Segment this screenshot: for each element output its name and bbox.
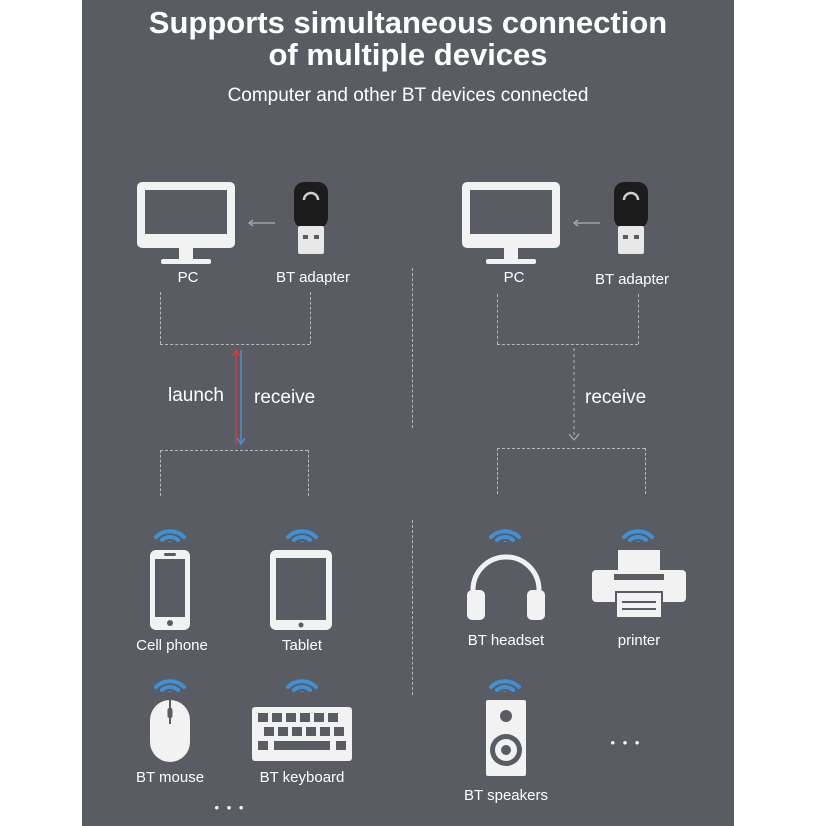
signal-icon xyxy=(154,679,186,692)
center-divider-bottom xyxy=(412,520,413,695)
device-label: printer xyxy=(617,632,661,649)
bracket-line xyxy=(160,450,308,451)
arrow-left-icon xyxy=(573,219,600,227)
more-devices-ellipsis: • • • xyxy=(214,800,246,815)
launch-receive-arrows xyxy=(231,348,246,446)
launch-label: launch xyxy=(168,385,224,406)
device-label: BT mouse xyxy=(135,769,205,786)
mouse-icon xyxy=(150,700,190,762)
device-label: Tablet xyxy=(281,637,323,654)
signal-icon xyxy=(489,529,521,542)
bracket-line xyxy=(308,450,309,496)
bracket-line xyxy=(160,344,310,345)
subtitle: Computer and other BT devices connected xyxy=(227,85,589,106)
bracket-line xyxy=(160,450,161,496)
signal-icon xyxy=(154,529,186,542)
arrow-left-icon xyxy=(248,219,275,227)
printer-icon xyxy=(592,550,686,619)
pc-label: PC xyxy=(503,269,525,286)
tablet-icon xyxy=(270,550,332,630)
device-label: BT headset xyxy=(467,632,545,649)
receive-label: receive xyxy=(585,387,647,408)
center-divider-top xyxy=(412,268,413,428)
signal-icon xyxy=(286,679,318,692)
more-devices-ellipsis: • • • xyxy=(610,735,642,750)
bracket-line xyxy=(160,292,161,344)
keyboard-icon xyxy=(252,707,352,761)
bracket-line xyxy=(497,448,645,449)
pc-icon xyxy=(462,182,560,264)
device-label: BT speakers xyxy=(464,787,548,804)
receive-arrow xyxy=(568,348,580,441)
bracket-line xyxy=(497,344,638,345)
bt-adapter-label: BT adapter xyxy=(595,271,669,288)
speaker-icon xyxy=(486,700,526,776)
headset-icon xyxy=(467,554,545,620)
title-line-2: of multiple devices xyxy=(268,37,548,72)
signal-icon xyxy=(286,529,318,542)
cell-phone-icon xyxy=(150,550,190,630)
pc-label: PC xyxy=(177,269,199,286)
signal-icon xyxy=(622,529,654,542)
device-label: BT keyboard xyxy=(259,769,345,786)
device-label: Cell phone xyxy=(136,637,208,654)
bracket-line xyxy=(638,294,639,344)
diagram-canvas: Supports simultaneous connection of mult… xyxy=(82,0,734,826)
bracket-line xyxy=(497,294,498,344)
bracket-line xyxy=(497,448,498,494)
bt-adapter-icon xyxy=(294,182,328,254)
bt-adapter-label: BT adapter xyxy=(276,269,350,286)
title-line-1: Supports simultaneous connection xyxy=(148,5,668,40)
bracket-line xyxy=(645,448,646,494)
bracket-line xyxy=(310,292,311,344)
pc-icon xyxy=(137,182,235,264)
bt-adapter-icon xyxy=(614,182,648,254)
receive-label: receive xyxy=(254,387,316,408)
signal-icon xyxy=(489,679,521,692)
